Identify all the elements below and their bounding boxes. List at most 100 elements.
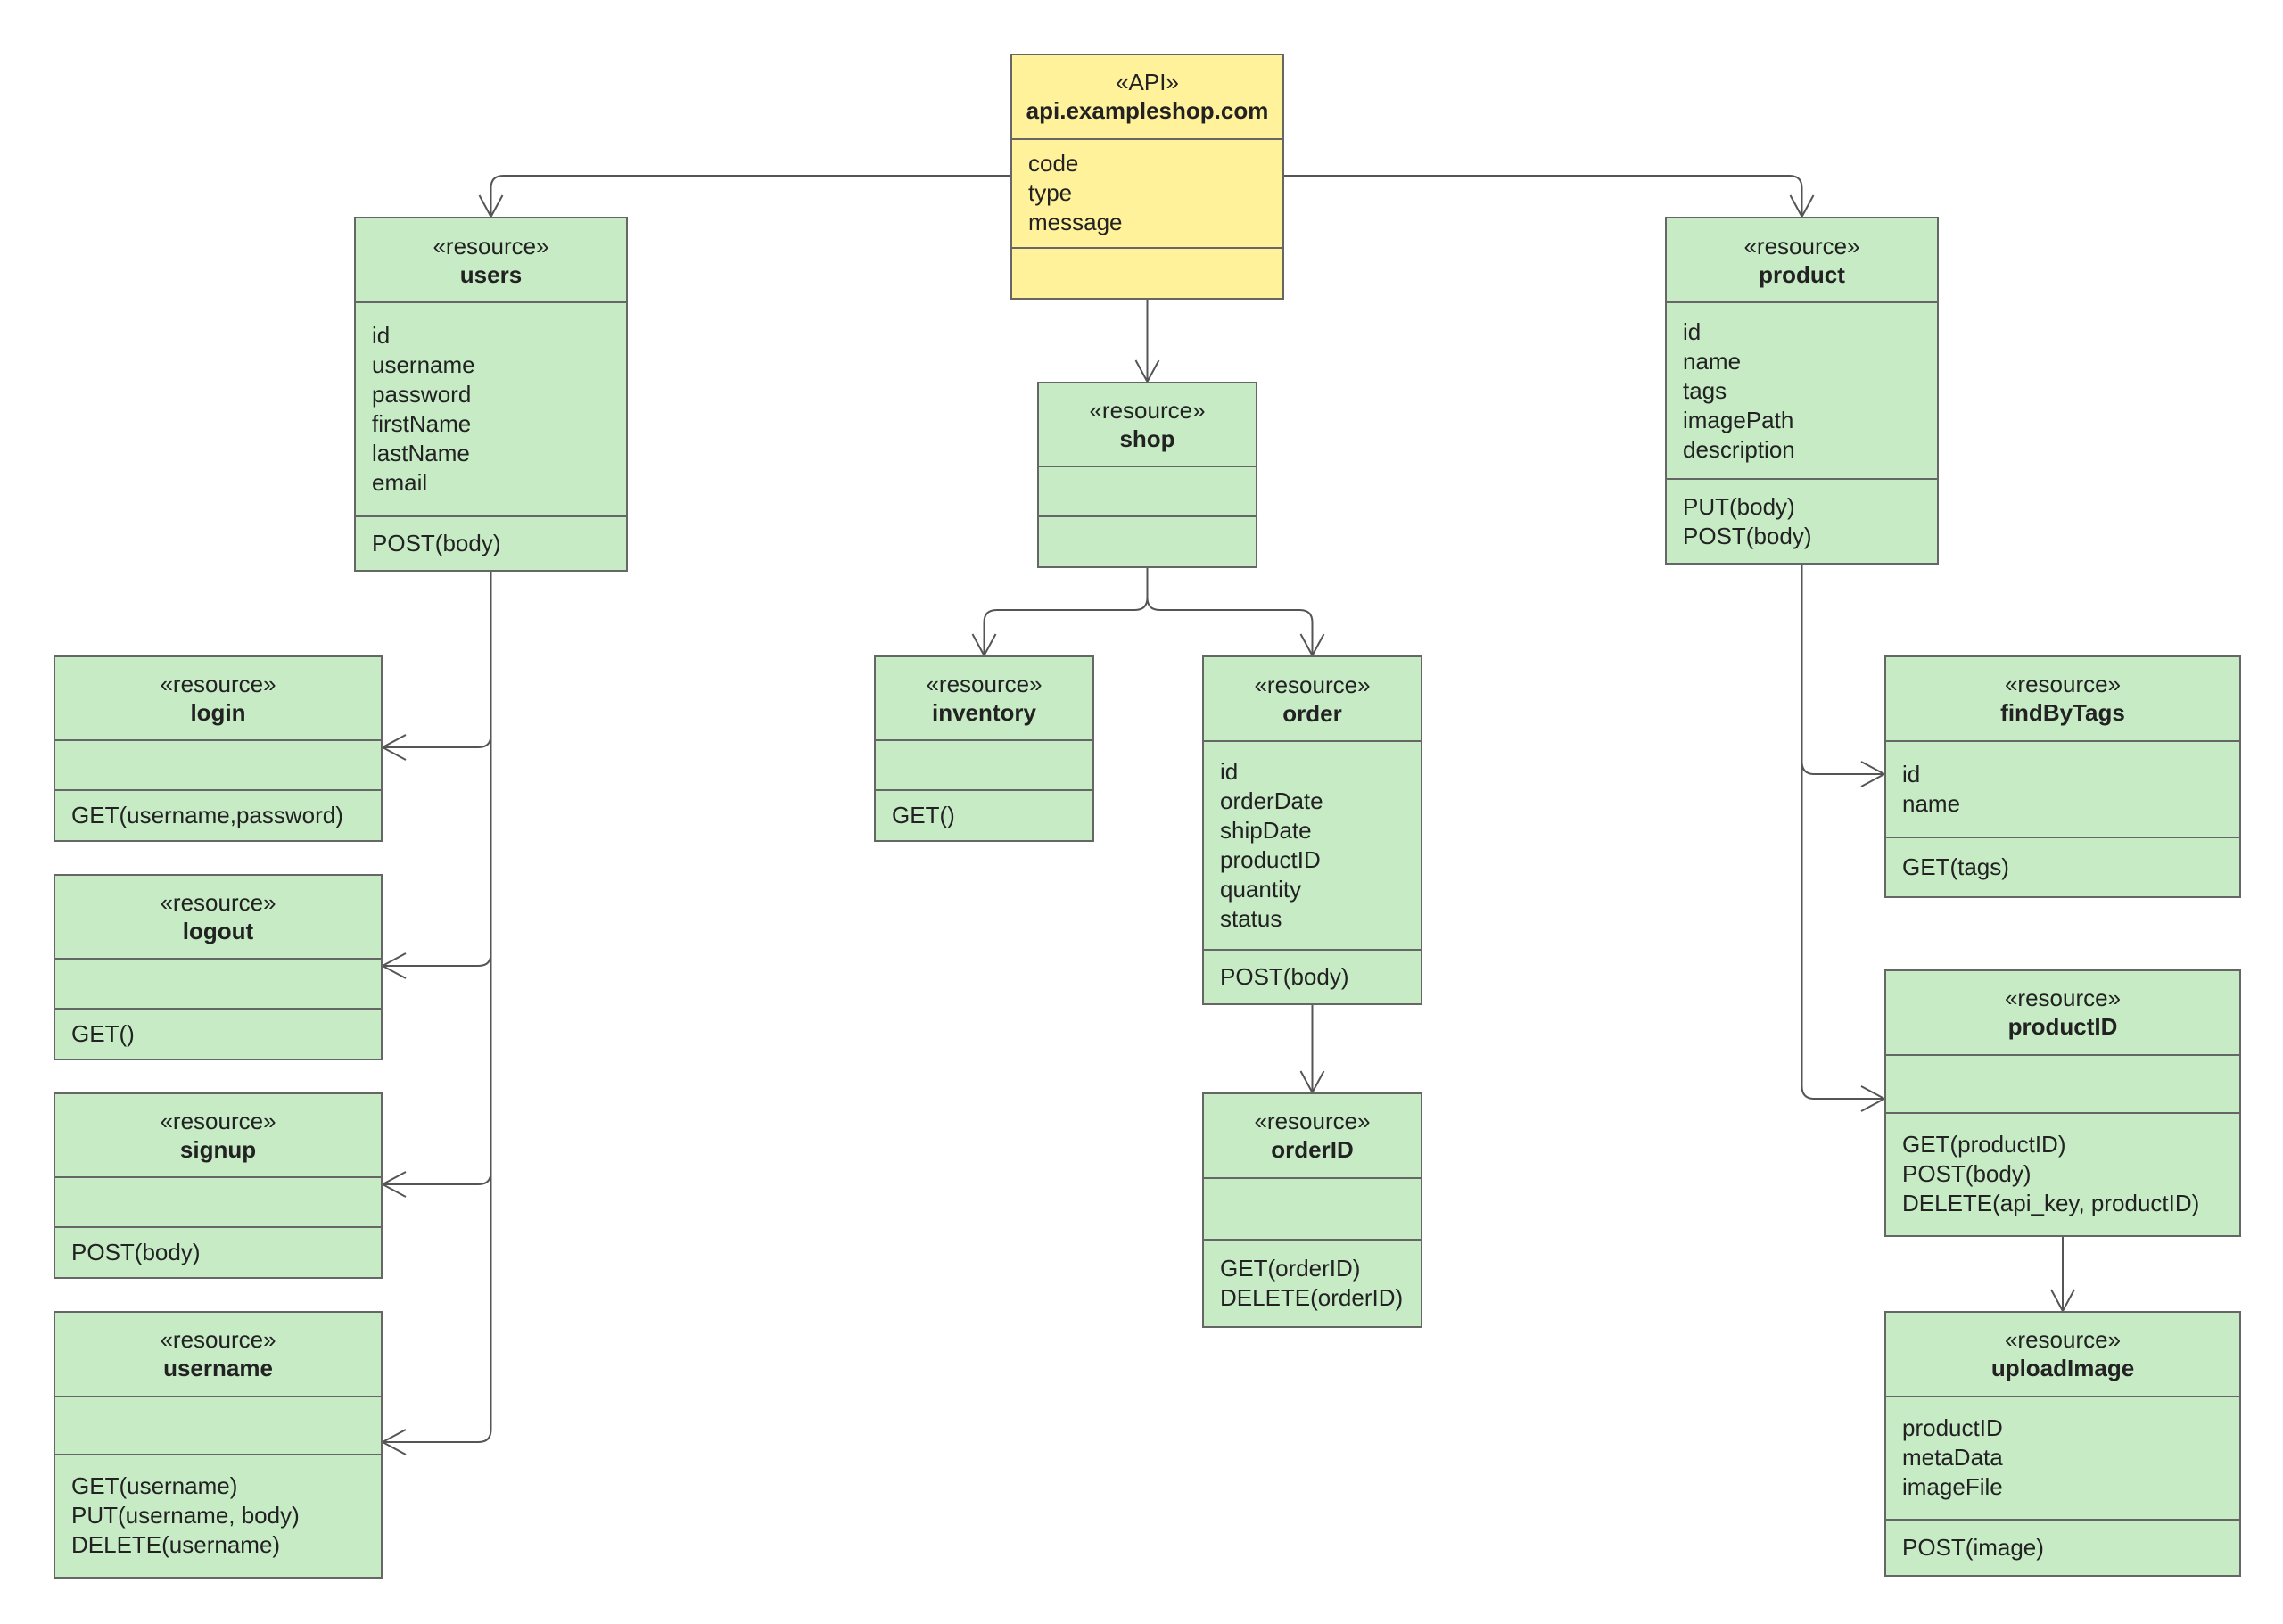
method-item: POST(image): [1902, 1533, 2044, 1561]
method-item: GET(username): [71, 1472, 238, 1500]
box-header: «resource»shop: [1039, 383, 1256, 466]
attribute-item: id: [1683, 317, 1702, 345]
method-item: GET(): [892, 802, 955, 829]
method-item: GET(username,password): [71, 802, 343, 829]
attributes-section: [55, 958, 381, 1008]
box-title: logout: [182, 918, 254, 945]
box-header: «resource»logout: [55, 876, 381, 958]
method-item: GET(orderID): [1220, 1254, 1361, 1282]
method-item: POST(body): [71, 1239, 201, 1266]
box-title: inventory: [931, 699, 1037, 727]
method-item: PUT(body): [1683, 492, 1795, 520]
stereotype-label: «resource»: [2004, 671, 2122, 698]
resource-box-shop: «resource»shop: [1037, 382, 1257, 568]
stereotype-label: «API»: [1116, 69, 1179, 96]
arrowhead: [380, 1171, 407, 1198]
attribute-item: imageFile: [1902, 1473, 2003, 1501]
arrowhead: [380, 1429, 407, 1455]
attributes-section: [876, 739, 1092, 789]
attribute-item: name: [1683, 347, 1742, 375]
attribute-item: productID: [1902, 1414, 2003, 1442]
connector-shop-order: [1146, 597, 1314, 655]
connector-users-logout: [383, 952, 492, 967]
attribute-item: shipDate: [1220, 816, 1312, 844]
box-title: order: [1282, 699, 1342, 727]
attribute-item: name: [1902, 789, 1961, 817]
box-header: «resource»orderID: [1204, 1094, 1421, 1177]
box-title: orderID: [1271, 1136, 1354, 1164]
methods-section: GET(): [55, 1008, 381, 1059]
connector-product-productID: [1801, 1085, 1884, 1100]
attribute-item: lastName: [372, 439, 470, 466]
box-title: findByTags: [2000, 699, 2125, 727]
methods-section: POST(body): [55, 1226, 381, 1277]
methods-section: GET(productID)POST(body)DELETE(api_key, …: [1886, 1111, 2239, 1235]
box-title: users: [459, 260, 523, 288]
box-title: login: [190, 699, 246, 727]
method-item: PUT(username, body): [71, 1502, 300, 1529]
box-title: product: [1759, 260, 1845, 288]
attribute-item: orderDate: [1220, 787, 1323, 814]
stereotype-label: «resource»: [2004, 1326, 2122, 1354]
stereotype-label: «resource»: [160, 671, 276, 698]
method-item: POST(body): [1220, 962, 1349, 990]
attribute-item: description: [1683, 435, 1795, 463]
method-item: POST(body): [372, 529, 501, 556]
attribute-item: firstName: [372, 409, 472, 437]
box-title: api.exampleshop.com: [1026, 97, 1269, 125]
method-item: GET(tags): [1902, 853, 2009, 880]
methods-section: GET(tags): [1886, 836, 2239, 896]
method-item: POST(body): [1902, 1160, 2032, 1188]
attribute-item: metaData: [1902, 1444, 2003, 1471]
box-header: «resource»product: [1667, 218, 1937, 301]
attribute-item: email: [372, 468, 428, 496]
connector-users-username: [383, 1429, 492, 1443]
connector-shop-inventory: [983, 568, 1149, 655]
methods-section: PUT(body)POST(body): [1667, 477, 1937, 563]
box-header: «resource»uploadImage: [1886, 1313, 2239, 1396]
stereotype-label: «resource»: [1089, 397, 1206, 425]
box-header: «API»api.exampleshop.com: [1012, 55, 1282, 138]
box-title: username: [163, 1355, 273, 1382]
box-title: signup: [179, 1136, 257, 1164]
box-title: shop: [1119, 425, 1175, 453]
method-item: GET(): [71, 1020, 135, 1048]
stereotype-label: «resource»: [1743, 232, 1860, 260]
stereotype-label: «resource»: [1254, 1108, 1371, 1135]
attribute-item: id: [1902, 760, 1921, 787]
attributes-section: [55, 1395, 381, 1454]
methods-section: GET(orderID)DELETE(orderID): [1204, 1238, 1421, 1327]
attributes-section: [1204, 1176, 1421, 1239]
arrowhead: [380, 952, 407, 979]
methods-section: [1012, 246, 1282, 298]
stereotype-label: «resource»: [433, 232, 549, 260]
methods-section: GET(username)PUT(username, body)DELETE(u…: [55, 1453, 381, 1577]
attributes-section: [1039, 466, 1256, 515]
attribute-item: password: [372, 380, 472, 408]
box-header: «resource»login: [55, 657, 381, 739]
methods-section: GET(username,password): [55, 789, 381, 840]
attribute-item: imagePath: [1683, 406, 1794, 433]
method-item: DELETE(username): [71, 1531, 281, 1559]
methods-section: POST(body): [1204, 948, 1421, 1003]
methods-section: POST(image): [1886, 1518, 2239, 1575]
attribute-item: id: [372, 321, 391, 349]
method-item: GET(productID): [1902, 1131, 2066, 1158]
connector-product-findByTags: [1801, 761, 1884, 775]
box-header: «resource»productID: [1886, 971, 2239, 1054]
methods-section: [1039, 515, 1256, 566]
